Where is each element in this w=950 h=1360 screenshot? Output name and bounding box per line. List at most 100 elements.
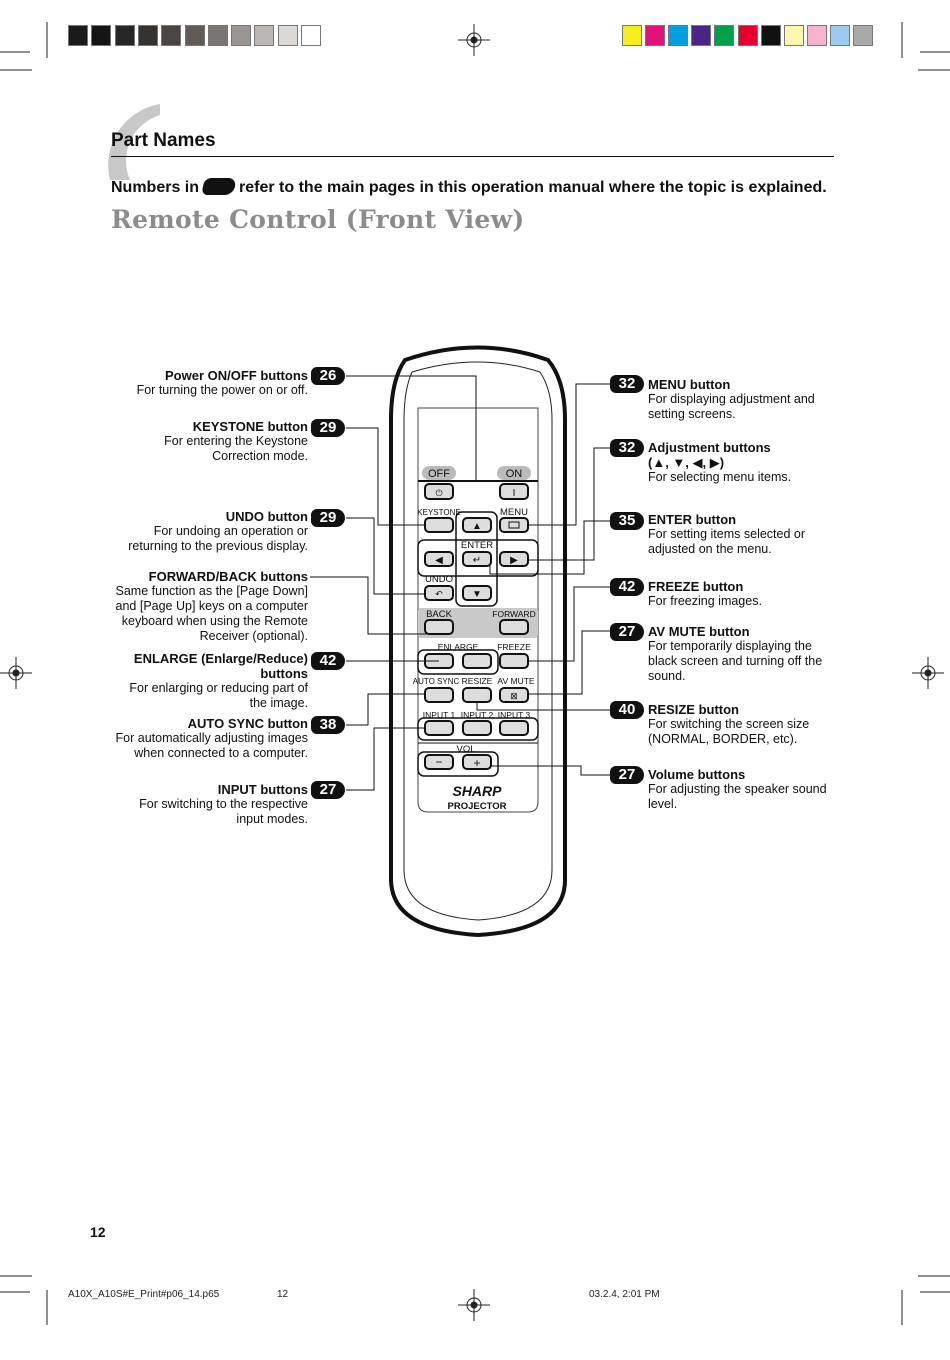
page-reference-badge: 32 [610,375,644,393]
callout-description: adjusted on the menu. [648,542,772,556]
title-decoration-arc [108,104,160,180]
registration-target-bottom [458,1289,490,1321]
section-title: Part Names [111,130,216,151]
page-reference-badge: 29 [311,419,345,437]
remote-keystone-label: KEYSTONE [417,508,460,517]
callout-title: AV MUTE button [648,624,750,639]
page-reference-badge: 26 [311,367,345,385]
callout-description: For temporarily displaying the [648,639,812,653]
svg-text:▶: ▶ [510,555,518,566]
callout-description: Same function as the [Page Down] [115,584,308,598]
forward-button [499,619,529,635]
right-button [499,551,529,567]
callout-description: For switching the screen size [648,717,810,731]
callout-description: For displaying adjustment and [648,392,815,406]
callout-title-line2: (▲, ▼, ◀, ▶) [648,455,725,470]
color-swatch [622,25,642,46]
volume-up-button [462,754,492,770]
callout-description: For enlarging or reducing part of [129,681,308,695]
callout-description: For entering the Keystone [164,434,308,448]
callout-title: INPUT buttons [217,782,308,797]
callout-description: the image. [249,696,308,710]
remote-product: PROJECTOR [448,801,507,812]
page-reference-badge: 38 [311,716,345,734]
subtitle-text-after: refer to the main pages in this operatio… [239,179,827,196]
callout-description: For switching to the respective [139,797,308,811]
grayscale-swatch [277,25,298,46]
callout-title: Volume buttons [648,767,746,782]
callout-right-1: Adjustment buttons(▲, ▼, ◀, ▶)For select… [648,440,838,485]
callout-description: For automatically adjusting images [115,731,308,745]
callout-title: UNDO button [225,509,308,524]
input3-button [499,720,529,736]
callout-title: AUTO SYNC button [187,716,308,731]
grayscale-swatch [161,25,182,46]
remote-undo-label: UNDO [425,574,453,585]
callout-title: ENTER button [648,512,737,527]
callout-title: Adjustment buttons [648,440,771,455]
callout-description: level. [648,797,678,811]
remote-vol-label: VOL [456,744,475,755]
left-button [424,551,454,567]
callout-title-line2: buttons [260,666,308,681]
color-swatch [783,25,804,46]
svg-text:⏻: ⏻ [435,488,442,498]
page-reference-badge: 35 [610,512,644,530]
grayscale-swatch [254,25,275,46]
callout-description: input modes. [236,812,308,826]
grayscale-swatch [68,25,88,46]
up-button [462,517,492,533]
registration-target-right [912,657,944,689]
main-title: Remote Control (Front View) [111,205,525,234]
resize-button [462,687,492,703]
remote-enlarge-label: ENLARGE [438,642,479,652]
callout-title: KEYSTONE button [192,419,308,434]
remote-input3-label: INPUT 3 [498,710,531,720]
svg-text:▲: ▲ [472,521,482,532]
callout-description: For setting items selected or [648,527,806,541]
page-reference-badge: 27 [610,766,644,784]
grayscale-swatch [301,25,321,46]
remote-resize-label: RESIZE [462,676,493,686]
enlarge-button [462,653,492,669]
page-reference-badge: 32 [610,439,644,457]
callout-description: Correction mode. [212,449,308,463]
color-swatch [829,25,850,46]
color-swatch [737,25,758,46]
title-rule [111,156,834,157]
remote-input1-label: INPUT 1 [423,710,456,720]
callout-title: MENU button [648,377,731,392]
footer-page: 12 [277,1289,289,1300]
callout-description: For freezing images. [648,594,762,608]
page-reference-badge: 42 [610,578,644,596]
footer-filename: A10X_A10S#E_Print#p06_14.p65 [68,1289,220,1300]
callout-description: black screen and turning off the [648,654,823,668]
svg-text:⊠: ⊠ [510,691,518,701]
remote-off-label: OFF [428,468,450,480]
page-reference-badge: 42 [311,652,345,670]
remote-freeze-label: FREEZE [497,642,531,652]
on-button [499,483,529,500]
svg-text:↵: ↵ [473,555,481,566]
page-reference-badge: 29 [311,509,345,527]
callout-title: RESIZE button [648,702,739,717]
callout-description: and [Page Up] keys on a computer [115,599,308,613]
remote-av-mute-label: AV MUTE [497,676,534,686]
grayscale-swatch [184,25,205,46]
grayscale-swatch [137,25,158,46]
down-button [462,585,492,601]
color-swatch [760,25,781,46]
page-number: 12 [90,1224,106,1240]
